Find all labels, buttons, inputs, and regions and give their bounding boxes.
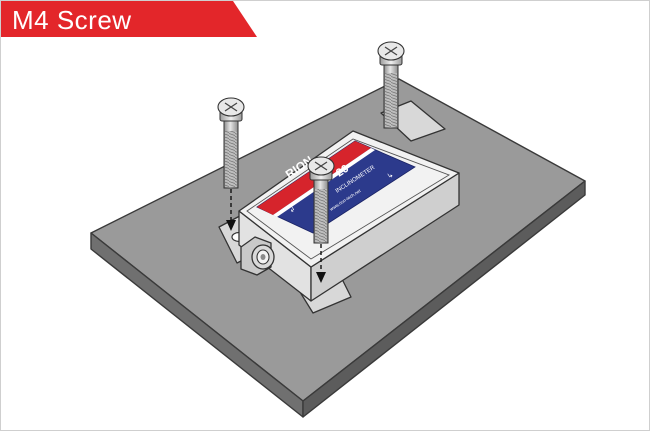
label-axis-mark-left: ↲	[288, 205, 297, 215]
screw-icon	[307, 156, 335, 244]
cable-gland-icon	[240, 236, 275, 276]
label-axis-mark-right: ↳	[386, 171, 395, 181]
screw-icon	[217, 97, 245, 189]
down-arrow-icon	[316, 244, 326, 283]
screw-icon	[377, 41, 405, 129]
label-model: 26	[334, 163, 351, 180]
title-badge	[1, 1, 257, 37]
down-arrow-icon	[226, 189, 236, 231]
title-text: M4 Screw	[12, 5, 132, 35]
plate-side-face	[302, 180, 586, 418]
inclinometer-device: RION 26 INCLINOMETER www.rion-tech.net ↲…	[218, 100, 460, 314]
